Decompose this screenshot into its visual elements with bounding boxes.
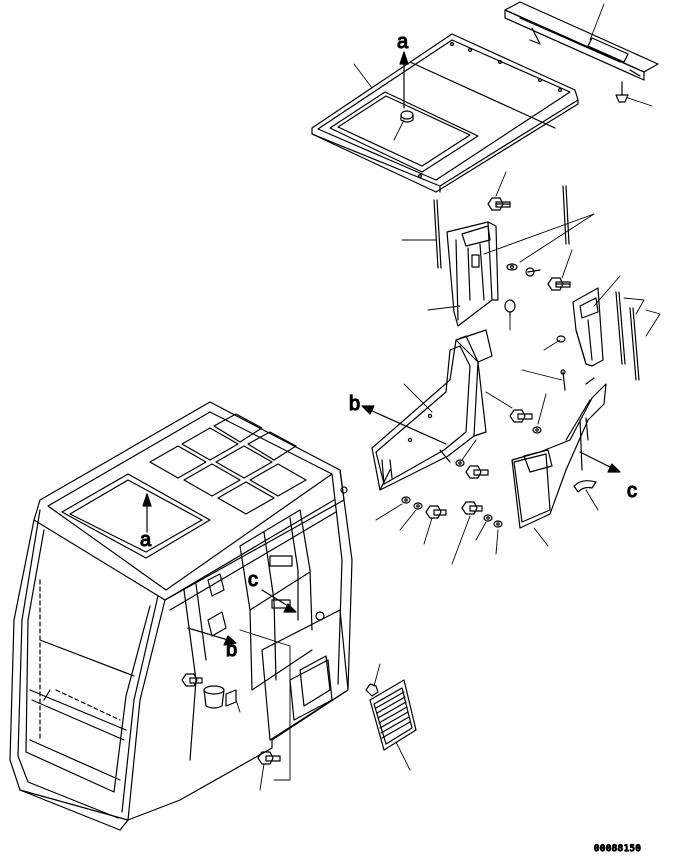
view-arrow-b-cab — [187, 627, 237, 646]
bolt-lower-1 — [425, 505, 447, 519]
left-side-trim-panel — [371, 329, 493, 491]
rubber-stopper — [615, 81, 629, 103]
view-label-b-cab: b — [226, 639, 237, 661]
cup-holder — [203, 685, 225, 709]
view-arrow-b-panel — [361, 405, 447, 445]
view-arrow-a-top — [399, 51, 409, 109]
upper-right-pillar-trim — [572, 287, 604, 367]
washer-lower-1 — [401, 496, 411, 504]
view-label-b-panel: b — [349, 393, 360, 415]
view-arrow-c-cab — [261, 589, 297, 613]
washer-mid-2 — [455, 459, 465, 467]
drawing-code: 00088150 — [594, 844, 641, 854]
front-top-bracket — [504, 1, 659, 81]
upper-weatherstrip-left — [433, 199, 442, 269]
leader-lines — [235, 3, 661, 791]
bolt-cab-1 — [181, 673, 203, 687]
washer-mid-1 — [532, 426, 542, 434]
washer-lower-2 — [413, 502, 423, 510]
louver-vent — [369, 679, 417, 751]
clip-upper — [506, 263, 518, 271]
view-label-c-cab: c — [248, 569, 258, 591]
cab-frame — [9, 401, 353, 831]
upper-weatherstrip-right — [562, 185, 570, 245]
right-weatherstrips — [615, 291, 640, 381]
small-bracket — [225, 689, 237, 707]
right-side-trim-panel — [511, 377, 607, 529]
upper-left-pillar-trim — [446, 221, 499, 327]
view-label-c-panel: c — [627, 480, 637, 502]
bolt-upper-2 — [547, 277, 571, 291]
bolt-lower-2 — [461, 501, 483, 515]
hook-clip — [573, 480, 597, 493]
view-arrow-a-cab — [142, 493, 152, 533]
washer-lower-4 — [493, 520, 503, 528]
bolt-mid-1 — [509, 409, 533, 423]
bolt-cab-2 — [257, 751, 281, 765]
screw-right — [560, 369, 566, 391]
bolt-mid-2 — [465, 465, 489, 479]
vent-screw — [365, 683, 379, 697]
view-arrow-c-panel — [579, 451, 621, 473]
washer-lower-3 — [483, 514, 493, 522]
view-label-a-cab: a — [140, 529, 152, 551]
view-label-a-top: a — [397, 31, 409, 53]
bolt-upper-1 — [487, 197, 511, 211]
clip-right — [556, 335, 566, 343]
roof-grommet — [400, 110, 414, 123]
roof-cover-panel — [311, 33, 579, 193]
screw-upper — [525, 267, 541, 277]
